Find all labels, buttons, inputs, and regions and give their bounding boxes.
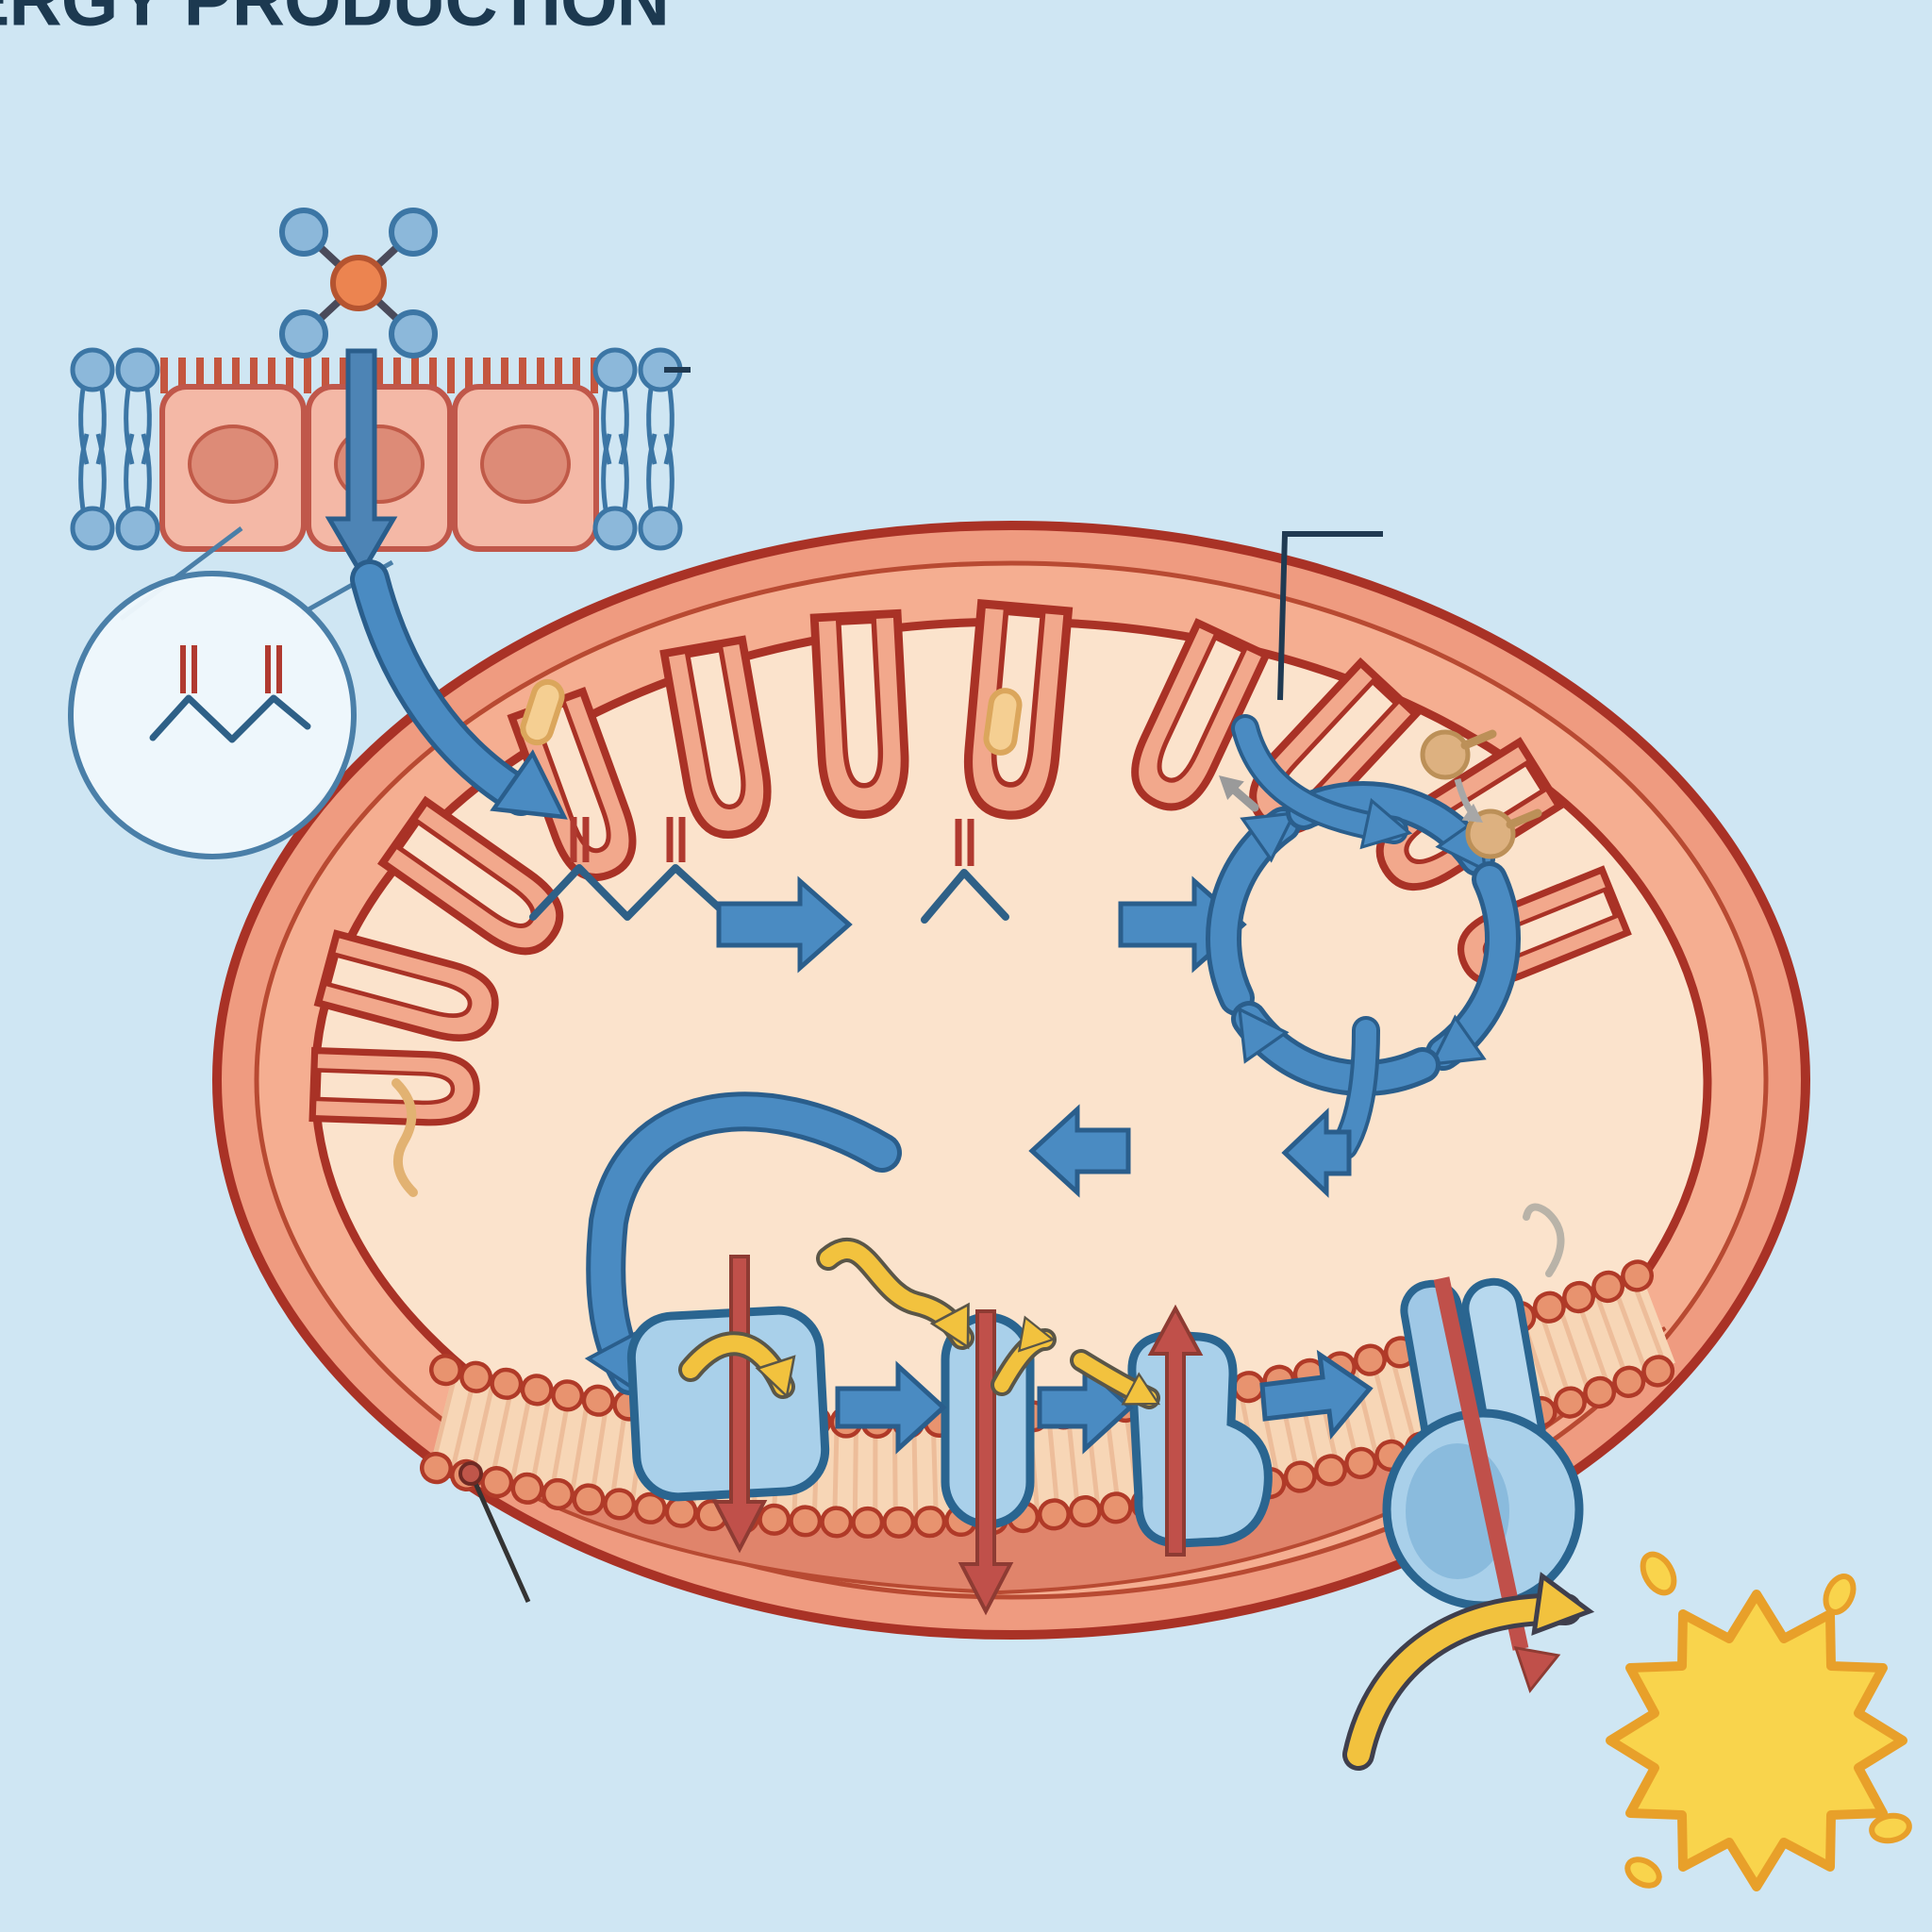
- a2c-exit-arrow: [1210, 766, 1259, 812]
- step2-arrow: [716, 875, 853, 974]
- butyrate-entry-arrow: [325, 348, 398, 578]
- page-title-line1: COLONOCYTE ENERGY PRODUCTION: [0, 0, 670, 43]
- nadh-to-etc-arrow: [586, 1091, 902, 1408]
- electron-hop-arrows: [678, 1238, 1168, 1421]
- butyrate-magnifier: [68, 526, 394, 859]
- h18-entry-arrow: [1231, 714, 1416, 858]
- butyrate-molecule-icon: [279, 208, 438, 358]
- krebs-to-nadh-arrow: [1281, 1016, 1380, 1198]
- colonocyte-membrane-illustration: [68, 208, 691, 859]
- proton-wisp: [1523, 1203, 1565, 1277]
- acetoacetyl-coa-structure: [529, 817, 723, 921]
- step6-top-connector: [1277, 531, 1383, 701]
- nadh-transfer-arrow: [1028, 1104, 1131, 1198]
- step4-connector: [458, 1461, 531, 1604]
- butyrate-to-matrix-arrow: [350, 559, 584, 844]
- cofactor-molecules: [1420, 729, 1542, 859]
- matrix-granules: [391, 678, 1023, 1197]
- atp-output-arrow: [1342, 1576, 1593, 1771]
- proton-pump-arrows: [711, 1255, 1204, 1616]
- atp-burst: [1606, 1551, 1912, 1891]
- atp-synthase-proton-arrow: [1433, 1276, 1560, 1696]
- acetyl-coa-structure: [921, 819, 1009, 924]
